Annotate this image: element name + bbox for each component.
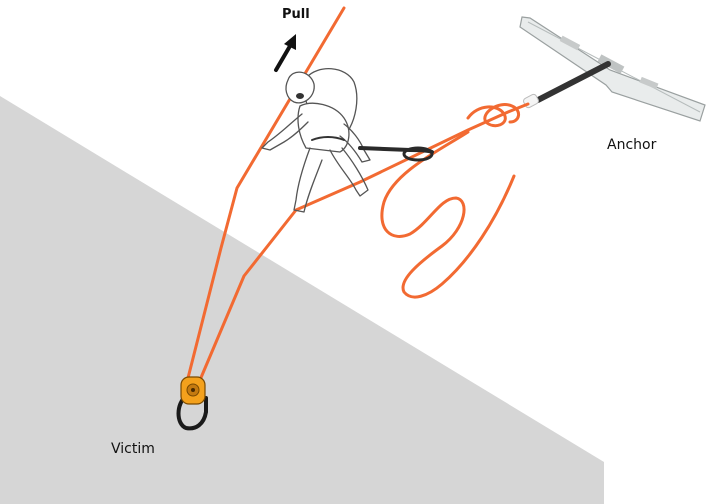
victim-label: Victim bbox=[111, 441, 155, 457]
rope-return-strand bbox=[198, 102, 530, 382]
anchor-label: Anchor bbox=[607, 137, 657, 153]
ski-anchor-icon bbox=[519, 16, 706, 122]
rope-coil bbox=[380, 130, 516, 299]
sling-carabiner bbox=[402, 146, 434, 162]
rescuer-figure-icon bbox=[261, 67, 371, 213]
arrow-up-right-icon bbox=[274, 34, 296, 72]
pull-label: Pull bbox=[282, 7, 310, 22]
pulley-carabiner-icon bbox=[176, 376, 208, 431]
anchor-knot bbox=[466, 103, 520, 128]
ski-pole bbox=[535, 61, 611, 103]
snow-slope bbox=[0, 96, 604, 504]
